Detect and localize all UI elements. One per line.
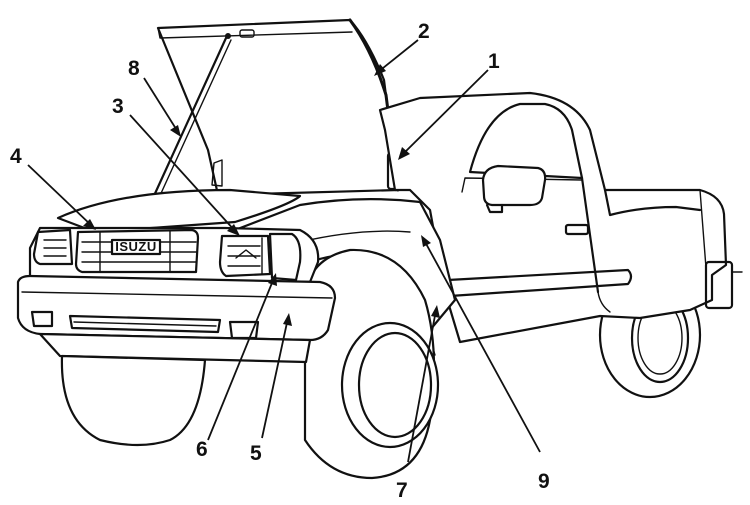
grille: ISUZU bbox=[74, 228, 200, 274]
side-mirror bbox=[481, 164, 547, 214]
callout-5: 5 bbox=[250, 442, 262, 465]
callout-3: 3 bbox=[112, 95, 124, 118]
callout-2: 2 bbox=[418, 20, 430, 43]
callout-6: 6 bbox=[196, 438, 208, 461]
cab-body bbox=[378, 91, 743, 344]
front-wheel bbox=[303, 248, 440, 480]
right-headlight bbox=[218, 234, 272, 278]
callout-4: 4 bbox=[10, 145, 22, 168]
callout-1: 1 bbox=[488, 50, 500, 73]
callout-leaders bbox=[27, 39, 541, 463]
corner-lamp bbox=[268, 232, 302, 282]
open-hood bbox=[156, 18, 400, 197]
grille-badge: ISUZU bbox=[115, 239, 157, 254]
callout-labels: 1 2 3 4 5 6 7 8 9 bbox=[10, 20, 550, 502]
hood-front-edge bbox=[56, 188, 302, 234]
callout-8: 8 bbox=[128, 57, 140, 80]
callout-9: 9 bbox=[538, 470, 550, 493]
callout-7: 7 bbox=[396, 479, 408, 502]
left-headlight bbox=[32, 228, 74, 266]
left-front-tire bbox=[60, 354, 207, 447]
